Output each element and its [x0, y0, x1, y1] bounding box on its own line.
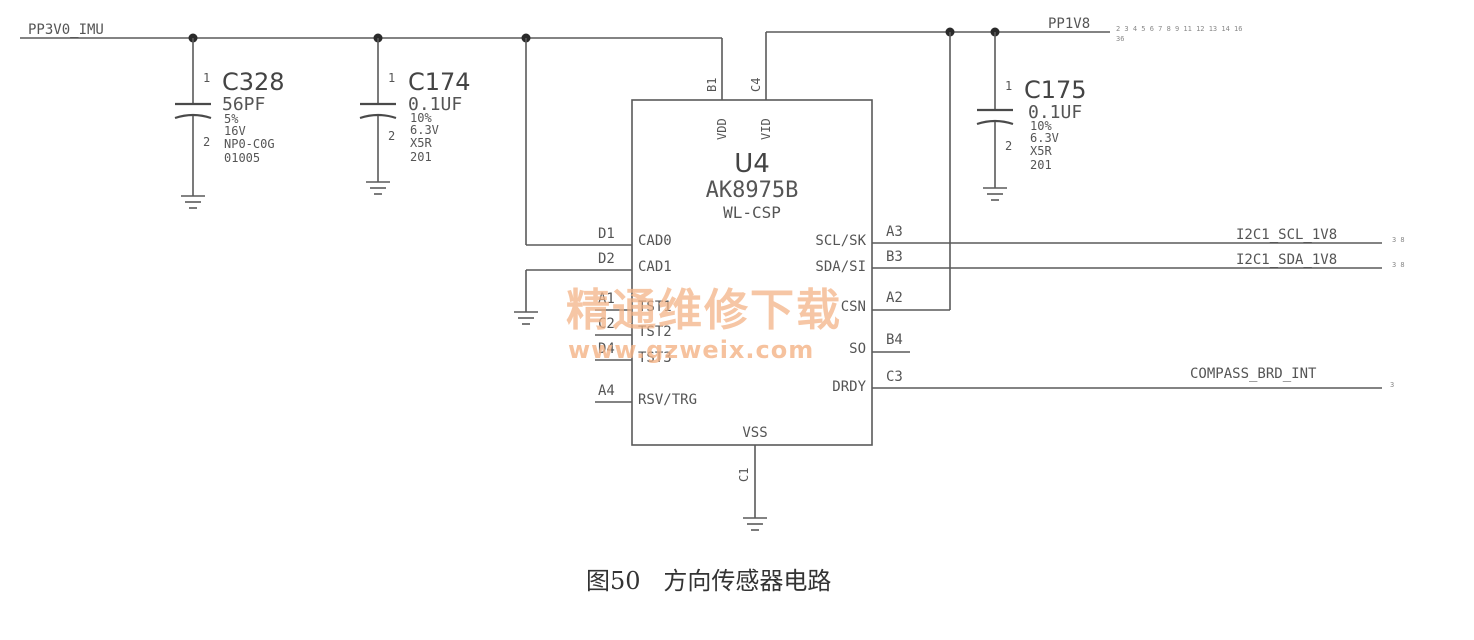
- ref-designator: C328: [222, 68, 285, 96]
- pin-number: 1: [388, 71, 395, 85]
- pin-number: 2: [388, 129, 395, 143]
- pin-name: SO: [849, 341, 866, 357]
- pin-name: SDA/SI: [815, 259, 866, 275]
- net-label-pp3v0: PP3V0_IMU: [28, 22, 104, 38]
- pin-name: VSS: [742, 425, 767, 441]
- ic-ref: U4: [734, 149, 770, 179]
- cap-voltage: 6.3V: [1030, 131, 1059, 145]
- ic-package: WL-CSP: [723, 203, 781, 222]
- pin-name: CAD0: [638, 233, 672, 249]
- pin-ball: A3: [886, 224, 903, 240]
- figure-caption: 图50 方向传感器电路: [586, 567, 831, 595]
- cap-voltage: 16V: [224, 124, 246, 138]
- cap-value: 0.1UF: [1028, 102, 1082, 123]
- cap-package: 201: [410, 150, 432, 164]
- pin-name: VID: [759, 118, 773, 140]
- pin-ball: D4: [598, 341, 615, 357]
- pin-ball: C3: [886, 369, 903, 385]
- capacitor-c328: 1 2 C328 56PF 5% 16V NP0-C0G 01005: [174, 38, 285, 209]
- pin-ball: C2: [598, 316, 615, 332]
- pp1v8-rail: PP1V8 2 3 4 5 6 7 8 9 11 12 13 14 16 36: [765, 16, 1242, 311]
- pin-name: VDD: [715, 118, 729, 140]
- watermark: 精通维修下载 www.gzweix.com: [566, 285, 842, 364]
- offpage-ref-pp1v8-b: 36: [1116, 35, 1124, 43]
- pin-ball: D1: [598, 226, 615, 242]
- cap-dielectric: X5R: [410, 136, 432, 150]
- pin-ball: B3: [886, 249, 903, 265]
- pin-ball: A1: [598, 291, 615, 307]
- cap-value: 0.1UF: [408, 94, 462, 115]
- pin-name: CSN: [841, 299, 866, 315]
- pin-number: 1: [1005, 79, 1012, 93]
- net-label-int: COMPASS_BRD_INT: [1190, 366, 1317, 382]
- pin-name: CAD1: [638, 259, 672, 275]
- pin-name: DRDY: [832, 379, 866, 395]
- right-wiring: I2C1_SCL_1V8 I2C1_SDA_1V8 COMPASS_BRD_IN…: [872, 227, 1405, 389]
- pin-name: TST2: [638, 324, 672, 340]
- pin-name: RSV/TRG: [638, 392, 697, 408]
- ic-body: [631, 99, 873, 446]
- offpage-ref-int: 3: [1390, 381, 1394, 389]
- net-label-sda: I2C1_SDA_1V8: [1236, 252, 1337, 268]
- net-label-pp1v8: PP1V8: [1048, 16, 1090, 32]
- pin-name: TST1: [638, 299, 672, 315]
- capacitor-c175: 1 2 C175 0.1UF 10% 6.3V X5R 201: [976, 32, 1087, 201]
- offpage-ref-pp1v8: 2 3 4 5 6 7 8 9 11 12 13 14 16: [1116, 25, 1242, 33]
- left-wiring: [514, 38, 632, 403]
- cap-tolerance: 5%: [224, 112, 239, 126]
- pp3v0-rail: PP3V0_IMU: [20, 22, 723, 100]
- cap-dielectric: X5R: [1030, 144, 1052, 158]
- net-label-scl: I2C1_SCL_1V8: [1236, 227, 1337, 243]
- ic-part-number: AK8975B: [706, 178, 799, 203]
- offpage-ref-scl: 3 8: [1392, 236, 1405, 244]
- cap-package: 01005: [224, 151, 260, 165]
- pin-number: 2: [1005, 139, 1012, 153]
- pin-ball: A4: [598, 383, 615, 399]
- ic-u4: B1 C4 VDD VID U4 AK8975B WL-CSP D1 CAD0 …: [598, 78, 903, 531]
- watermark-url: www.gzweix.com: [568, 336, 814, 364]
- cap-package: 201: [1030, 158, 1052, 172]
- watermark-text: 精通维修下载: [566, 285, 842, 336]
- cap-tolerance: 10%: [1030, 119, 1052, 133]
- pin-ball: C4: [749, 78, 763, 92]
- cap-dielectric: NP0-C0G: [224, 137, 275, 151]
- pin-ball: B1: [705, 78, 719, 92]
- pin-name: TST3: [638, 350, 672, 366]
- pin-ball: C1: [737, 468, 751, 482]
- pin-ball: A2: [886, 290, 903, 306]
- capacitor-c174: 1 2 C174 0.1UF 10% 6.3V X5R 201: [359, 38, 471, 195]
- ref-designator: C175: [1024, 76, 1087, 104]
- pin-ball: D2: [598, 251, 615, 267]
- pin-ball: B4: [886, 332, 903, 348]
- ref-designator: C174: [408, 68, 471, 96]
- pin-number: 2: [203, 135, 210, 149]
- cap-value: 56PF: [222, 94, 265, 115]
- pin-name: SCL/SK: [815, 233, 866, 249]
- cap-tolerance: 10%: [410, 111, 432, 125]
- pin-number: 1: [203, 71, 210, 85]
- cap-voltage: 6.3V: [410, 123, 439, 137]
- offpage-ref-sda: 3 8: [1392, 261, 1405, 269]
